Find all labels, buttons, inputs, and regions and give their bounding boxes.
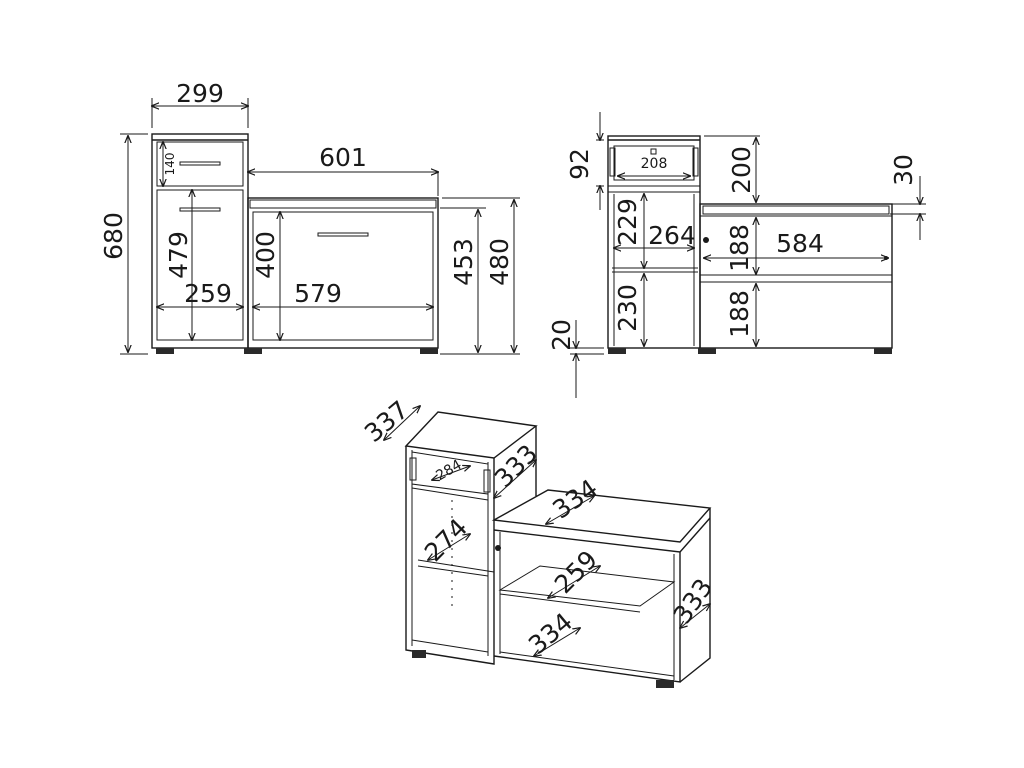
dim-side-seat-thickness: 30 [889,154,918,186]
dim-iso-shelf-depth: 274 [419,513,473,567]
foot [244,348,262,354]
dim-side-bench-depth: 584 [776,229,824,258]
dim-side-drawer-height: 92 [565,148,594,180]
side-bench-outline [699,203,893,349]
drawer-handle [179,161,221,166]
foot [874,348,892,354]
dim-iso-cabinet-depth: 333 [489,439,543,493]
dim-side-bench-upper: 188 [725,224,754,272]
iso-view: 337 284 333 274 334 259 333 334 [359,395,719,688]
dim-iso-drawer-depth: 284 [433,457,464,484]
side-drawer [613,145,695,181]
dim-bench-height-inner: 453 [449,238,478,286]
dim-side-plinth: 20 [547,319,576,351]
dim-bench-width: 601 [319,143,367,172]
dim-iso-bottom-shelf: 334 [523,607,578,660]
bench-outline [247,197,439,349]
foot [656,680,674,688]
dim-iso-seat-depth: 334 [547,473,603,524]
dim-bench-front-height: 400 [251,231,280,279]
bench-handle [317,232,369,237]
dim-total-width: 299 [176,79,224,108]
dim-side-lower-shelf: 230 [613,284,642,332]
dim-door-height: 479 [164,231,193,279]
door-front [156,189,244,341]
dim-side-shelf-depth: 264 [648,221,696,250]
dim-iso-middle-shelf: 259 [549,545,603,599]
dim-side-bench-lower: 188 [725,290,754,338]
dim-bench-height-outer: 480 [485,238,514,286]
side-seat [702,205,890,215]
dim-side-upper-shelf: 229 [613,198,642,246]
door-handle [179,207,221,212]
bench-seat [249,199,437,209]
front-view: 299 601 680 140 479 259 400 579 453 480 [99,79,520,355]
drawer-front [156,141,244,187]
foot [698,348,716,354]
bench-flap [252,211,434,341]
foot [420,348,438,354]
dim-total-height: 680 [99,212,128,260]
foot [156,348,174,354]
dim-drawer-height: 140 [163,153,177,176]
dim-side-top-gap: 200 [727,146,756,194]
foot [608,348,626,354]
dim-side-drawer-width: 208 [641,156,668,172]
side-view: 92 208 229 264 230 20 200 30 188 584 188 [547,112,926,398]
foot [412,650,426,658]
dim-iso-bench-side: 333 [667,573,718,629]
dim-cabinet-inner-width: 259 [184,279,232,308]
dim-iso-depth-top: 337 [359,395,414,448]
dim-bench-inner-width: 579 [294,279,342,308]
